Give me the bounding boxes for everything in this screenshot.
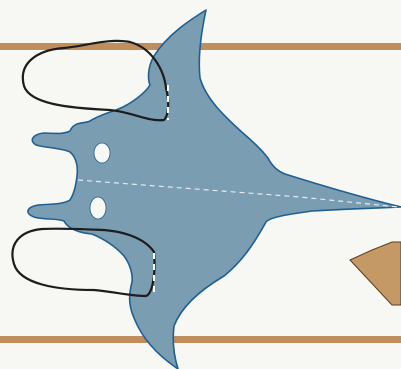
bottom-rail [0,336,401,343]
eye-spot-upper [94,143,110,163]
eye-spot-lower [90,197,106,219]
